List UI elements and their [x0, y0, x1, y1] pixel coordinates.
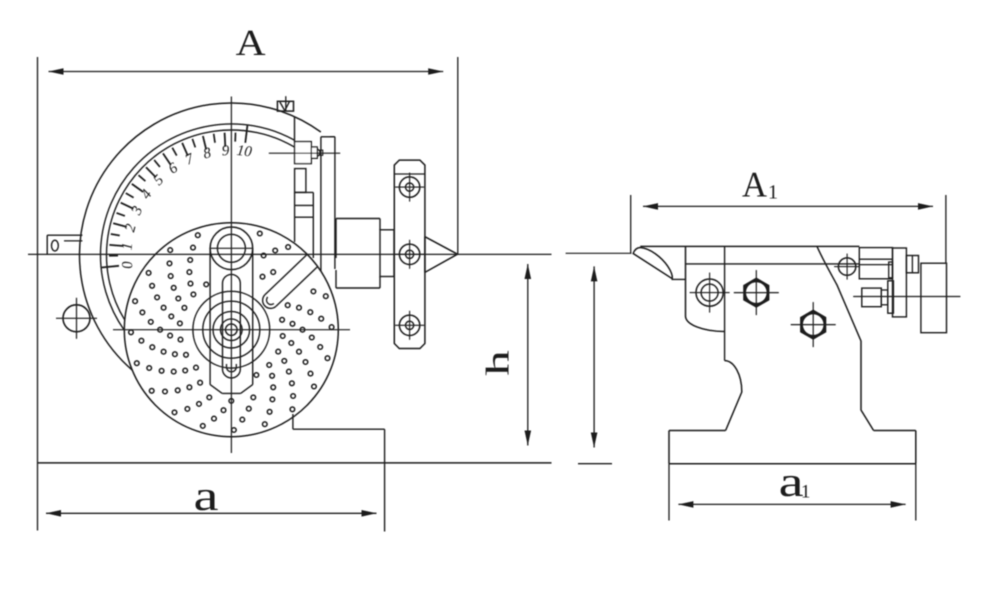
svg-text:a: a: [779, 459, 804, 506]
svg-text:1: 1: [768, 181, 778, 203]
svg-text:10: 10: [236, 143, 253, 161]
svg-text:A: A: [236, 23, 266, 64]
svg-text:0: 0: [120, 260, 137, 269]
svg-text:9: 9: [221, 143, 230, 159]
svg-text:1: 1: [801, 482, 811, 503]
svg-text:A: A: [742, 164, 767, 204]
svg-text:h: h: [481, 349, 517, 375]
svg-text:1: 1: [120, 242, 137, 251]
svg-text:a: a: [194, 473, 219, 520]
svg-text:8: 8: [202, 145, 214, 162]
svg-text:2: 2: [122, 222, 140, 234]
